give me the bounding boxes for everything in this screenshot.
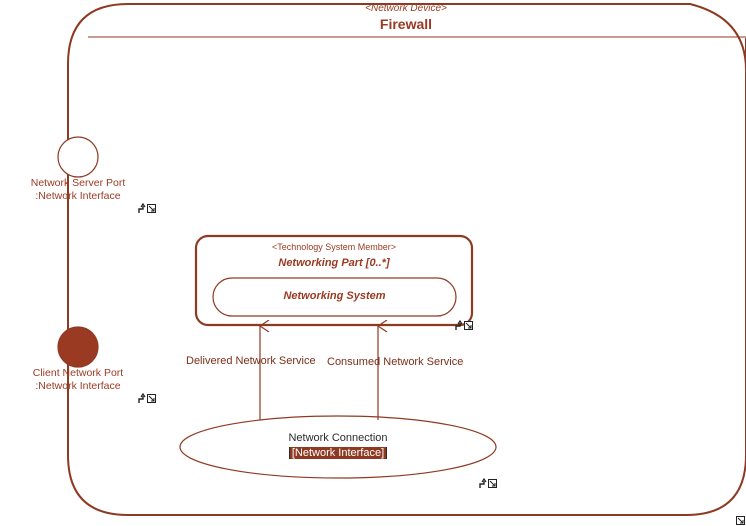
server-port-navigate-icon[interactable] [138,202,146,213]
client-port-name: Client Network Port [32,367,124,379]
connection-navigate-icon[interactable] [479,477,487,488]
firewall-node-outline[interactable] [67,3,746,516]
client-port-label: Client Network Port :Network Interface [8,367,148,393]
networking-system-node[interactable] [212,277,457,317]
networking-part-expand-icon[interactable] [464,321,473,330]
server-port-circle[interactable] [57,136,99,178]
firewall-expand-icon[interactable] [736,516,745,525]
server-port-label: Network Server Port :Network Interface [8,177,148,203]
network-connection-type: [Network Interface] [288,447,388,459]
network-connection-type-wrap: [Network Interface] [238,447,438,459]
client-port-expand-icon[interactable] [147,394,156,403]
firewall-title: Firewall [379,16,433,32]
server-port-type: :Network Interface [35,190,121,202]
client-port-type: :Network Interface [35,380,121,392]
server-port-name: Network Server Port [30,177,126,189]
client-port-navigate-icon[interactable] [138,392,146,403]
server-port-expand-icon[interactable] [147,204,156,213]
firewall-stereotype: <Network Device> [365,3,447,14]
delivered-flow-label: Delivered Network Service [186,355,316,367]
networking-system-name: Networking System [283,290,386,302]
connection-expand-icon[interactable] [488,479,497,488]
client-port-circle[interactable] [57,326,99,368]
networking-part-name: Networking Part [0..*] [278,257,390,269]
networking-part-navigate-icon[interactable] [455,319,463,330]
consumed-flow-label: Consumed Network Service [327,356,464,368]
network-connection-name: Network Connection [288,432,388,444]
networking-part-stereotype: <Technology System Member> [271,242,397,252]
